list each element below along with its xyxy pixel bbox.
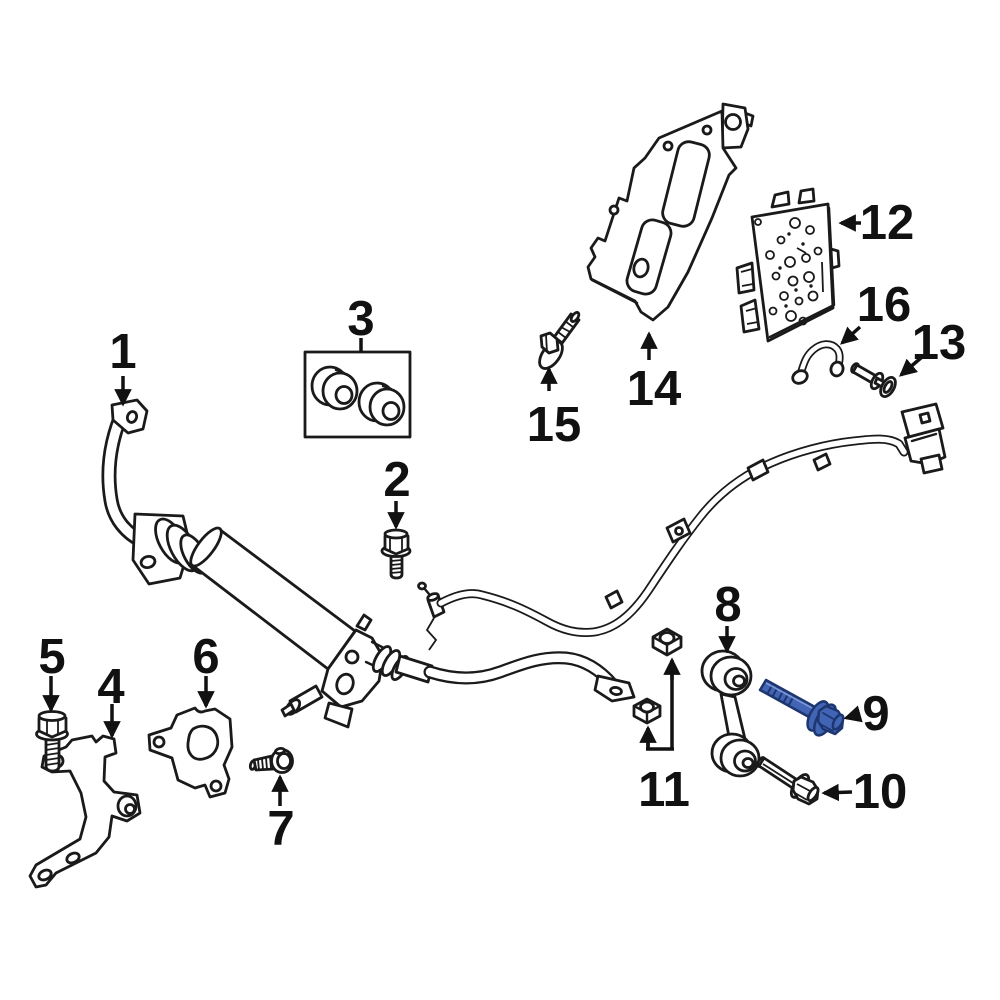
- part-label-10[interactable]: 10: [853, 765, 908, 819]
- harness-tube-assembly[interactable]: [417, 402, 947, 651]
- part-bushing-kit[interactable]: [303, 350, 412, 439]
- bracket-cutout: [186, 724, 220, 761]
- part-hex-nuts[interactable]: [632, 627, 683, 725]
- part-label-15[interactable]: 15: [527, 398, 582, 452]
- part-label-16[interactable]: 16: [857, 278, 912, 332]
- part-label-1[interactable]: 1: [109, 325, 136, 379]
- housing-tab: [323, 701, 354, 729]
- part-label-12[interactable]: 12: [860, 196, 915, 250]
- part-screw-7[interactable]: [248, 747, 294, 774]
- part-module-bracket[interactable]: [586, 102, 755, 322]
- tube-clip: [812, 452, 832, 472]
- bar-end-hole: [125, 410, 139, 424]
- bolt-head: [539, 331, 560, 355]
- part-bolt-10[interactable]: [756, 756, 820, 806]
- part-control-module[interactable]: [735, 187, 841, 343]
- bracket-cutout: [661, 140, 711, 228]
- part-bolt-15[interactable]: [535, 311, 581, 372]
- part-bolt-9-highlighted[interactable]: [758, 678, 845, 739]
- part-label-5[interactable]: 5: [38, 630, 65, 684]
- module-connector: [735, 261, 756, 295]
- bar-arm-tube-inner: [104, 404, 147, 546]
- part-label-2[interactable]: 2: [383, 453, 410, 507]
- part-label-6[interactable]: 6: [192, 630, 219, 684]
- callout-leaders: [42, 214, 924, 806]
- leader-arrow-9: [843, 705, 863, 723]
- connector-tab: [919, 453, 944, 475]
- part-stabilizer-bar-assembly[interactable]: [101, 398, 636, 729]
- bolt-shaft: [758, 678, 817, 719]
- tube-clip: [746, 458, 770, 482]
- housing-stud: [355, 613, 373, 632]
- module-holes: [754, 217, 823, 326]
- part-label-4[interactable]: 4: [97, 660, 124, 714]
- part-push-pin[interactable]: [850, 362, 898, 399]
- part-label-7[interactable]: 7: [267, 802, 294, 856]
- part-label-8[interactable]: 8: [714, 578, 741, 632]
- part-support-bracket[interactable]: [147, 706, 234, 799]
- callout-labels: 1 2 3 4 5 6 7 8 9 10 11 12 13 14 15 16: [38, 196, 966, 856]
- leader-arrow-13: [899, 355, 924, 377]
- mount-plate-hole: [139, 554, 157, 570]
- part-label-13[interactable]: 13: [912, 316, 967, 370]
- sensor-wire: [425, 617, 438, 651]
- leader-arrow-10: [821, 783, 853, 802]
- part-label-9[interactable]: 9: [862, 687, 889, 741]
- part-label-3[interactable]: 3: [347, 292, 374, 346]
- part-label-11[interactable]: 11: [638, 763, 690, 817]
- part-label-14[interactable]: 14: [627, 362, 682, 416]
- part-bolt-2[interactable]: [380, 528, 412, 580]
- part-hose[interactable]: [791, 340, 845, 385]
- leader-arrow-16: [840, 325, 862, 345]
- part-stabilizer-link[interactable]: [700, 649, 761, 778]
- rod-end: [394, 654, 434, 684]
- tube-clip: [604, 589, 624, 610]
- module-connector: [739, 298, 761, 334]
